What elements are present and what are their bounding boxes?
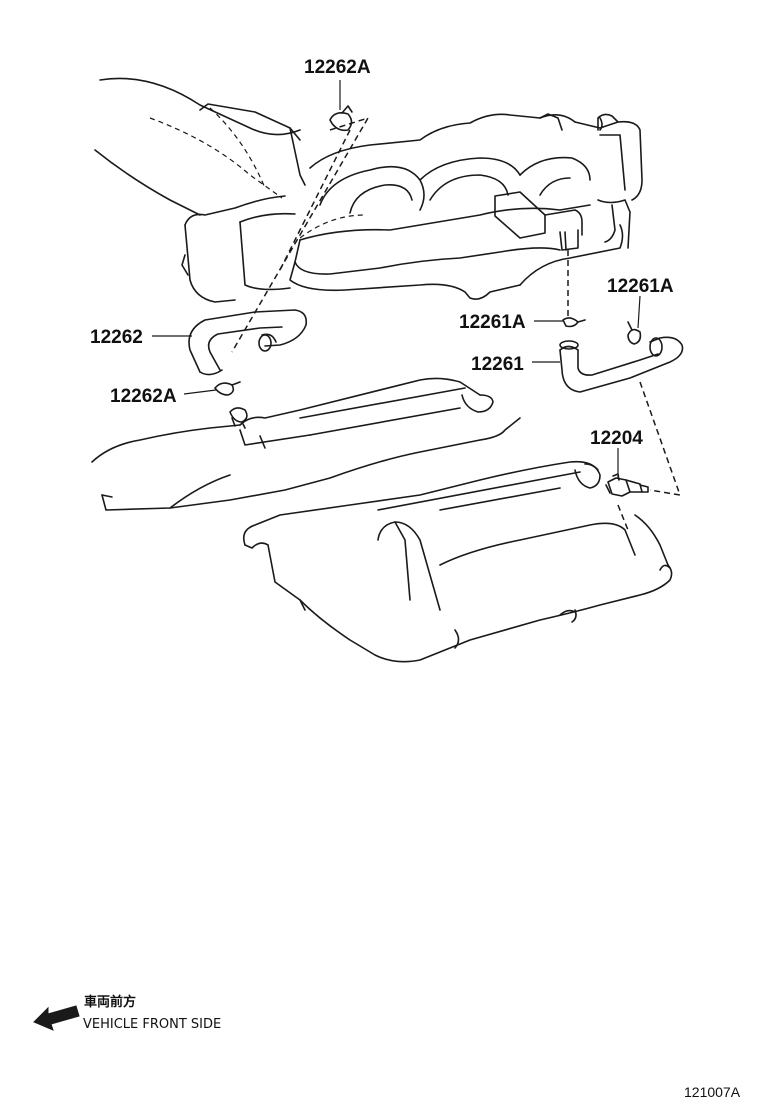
legend-english: VEHICLE FRONT SIDE [83, 1017, 221, 1032]
label-clip-mid: 12261A [459, 312, 526, 333]
hose-12261 [559, 336, 684, 393]
label-pcv-valve: 12204 [590, 428, 643, 449]
leader-lines [152, 80, 641, 478]
head-cover-front [91, 377, 521, 511]
label-hose-left: 12262 [90, 327, 143, 348]
vehicle-front-legend: 車両前方 VEHICLE FRONT SIDE [33, 994, 221, 1032]
arrow-left-icon [33, 1005, 80, 1031]
diagram-code: 121007A [684, 1084, 741, 1100]
label-clip-right: 12261A [607, 276, 674, 297]
label-clip-top: 12262A [304, 57, 371, 78]
clip-12261a-right [627, 321, 642, 345]
pcv-valve-12204 [605, 473, 649, 497]
label-hose-right: 12261 [471, 354, 524, 375]
label-clip-left: 12262A [110, 386, 177, 407]
legend-japanese: 車両前方 [84, 994, 136, 1010]
clip-12262a-lower [214, 381, 241, 396]
head-cover-rear [242, 460, 673, 663]
clip-12261a-mid [562, 317, 586, 328]
connection-lines [231, 116, 682, 531]
clip-12262a-upper [329, 105, 353, 132]
head-cover-nipple [229, 407, 248, 429]
intake-manifold [94, 77, 643, 303]
hose-12262 [188, 309, 308, 376]
